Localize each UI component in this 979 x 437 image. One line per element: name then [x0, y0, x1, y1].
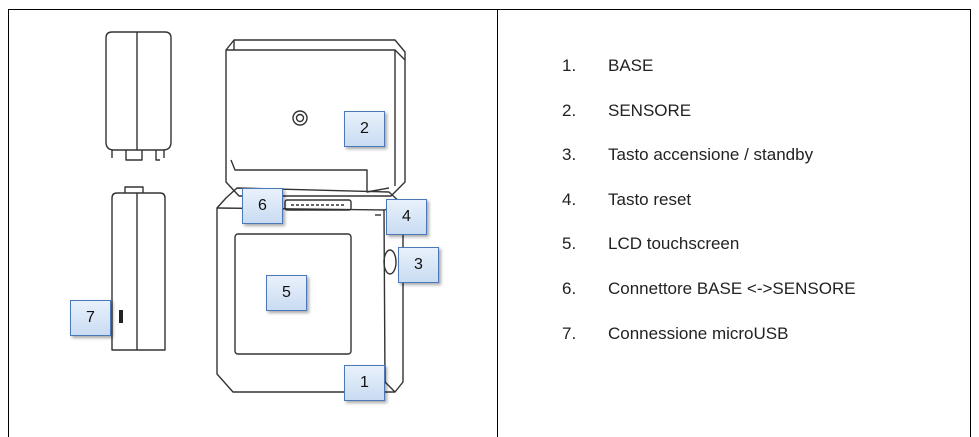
legend-label: Connessione microUSB: [608, 323, 789, 343]
callout-2: 2: [344, 111, 385, 147]
legend-item-4: 4. Tasto reset: [562, 190, 856, 235]
legend-item-2: 2. SENSORE: [562, 101, 856, 146]
callout-3: 3: [398, 247, 439, 283]
device-diagram: 2 6 4 3 5 7 1: [9, 10, 497, 437]
legend-number: 7.: [562, 323, 577, 343]
callout-7: 7: [70, 300, 111, 336]
callout-4: 4: [386, 199, 427, 235]
table-divider: [497, 9, 498, 437]
legend-number: 1.: [562, 56, 577, 75]
legend-label: Tasto accensione / standby: [608, 145, 814, 165]
table-frame: [8, 9, 971, 437]
legend-item-7: 7. Connessione microUSB: [562, 324, 856, 369]
callout-5: 5: [266, 275, 307, 311]
legend-number: 6.: [562, 278, 577, 298]
legend-label: Tasto reset: [608, 189, 692, 209]
legend-label: LCD touchscreen: [608, 234, 740, 254]
legend-item-3: 3. Tasto accensione / standby: [562, 145, 856, 190]
legend-item-5: 5. LCD touchscreen: [562, 234, 856, 279]
base-side-view: [111, 186, 166, 351]
legend-label: BASE: [608, 56, 654, 75]
legend-number: 2.: [562, 100, 577, 120]
legend-label: Connettore BASE <->SENSORE: [608, 278, 856, 298]
legend-number: 3.: [562, 145, 577, 165]
sensor-side-view: [105, 31, 172, 161]
sensor-front-view: [225, 39, 406, 197]
legend-label: SENSORE: [608, 100, 692, 120]
legend-number: 5.: [562, 234, 577, 254]
legend-number: 4.: [562, 189, 577, 209]
callout-1: 1: [344, 365, 385, 401]
legend-list: 1. BASE 2. SENSORE 3. Tasto accensione / st…: [562, 56, 856, 368]
callout-6: 6: [242, 188, 283, 224]
legend-item-1: 1. BASE: [562, 56, 856, 101]
legend-item-6: 6. Connettore BASE <->SENSORE: [562, 279, 856, 324]
